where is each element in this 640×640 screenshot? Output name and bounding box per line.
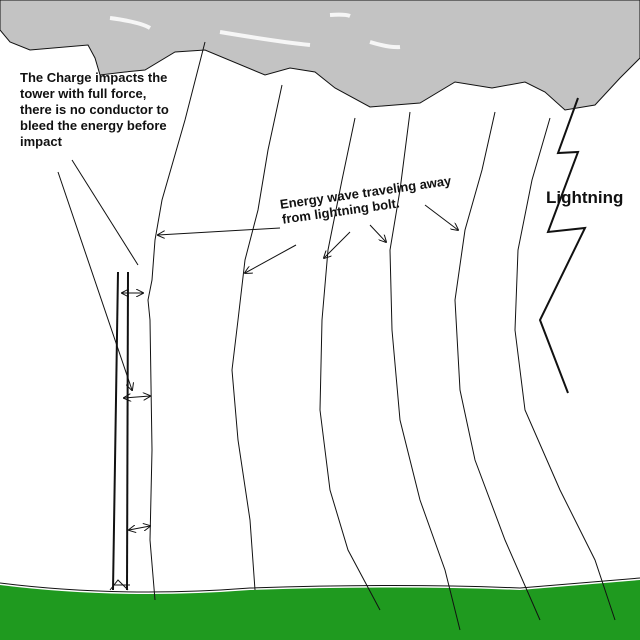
wave-line-5: [454, 111, 541, 621]
ground-line: [0, 577, 640, 593]
lightning-bolt: [538, 97, 587, 394]
storm-cloud: [0, 0, 640, 111]
tower: [109, 271, 130, 591]
ground: [0, 580, 640, 640]
wave-line-1: [147, 41, 206, 601]
wave-line-2: [231, 84, 283, 591]
cloud-highlight: [109, 12, 401, 50]
energy-waves: [147, 41, 616, 631]
lightning-label: Lightning: [546, 188, 624, 207]
charge-impact-note: The Charge impacts the tower with full f…: [20, 70, 169, 149]
wave-line-3: [319, 117, 381, 611]
wave-line-6: [514, 117, 616, 621]
wave-line-4: [389, 111, 461, 631]
annotation-arrows: [57, 159, 458, 530]
